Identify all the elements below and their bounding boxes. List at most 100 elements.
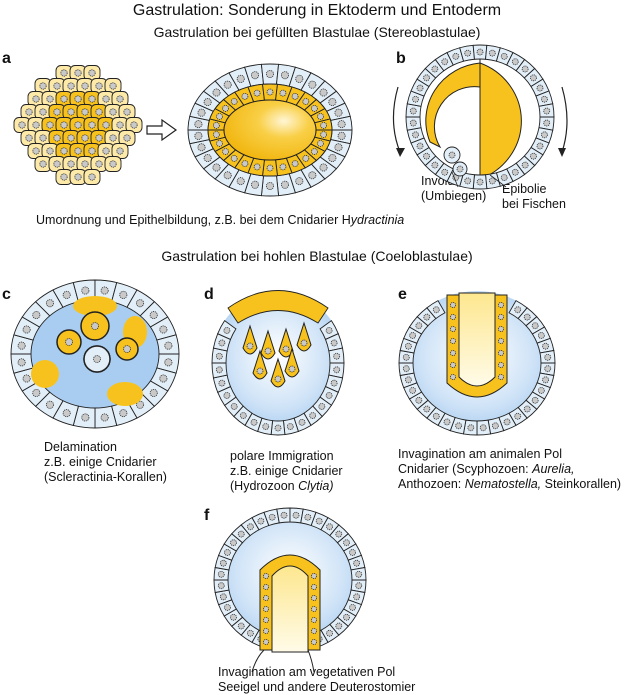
immigrating-cell [296,321,312,352]
nucleus [448,151,456,159]
nucleus [46,147,54,155]
pointer-line [489,174,507,188]
nucleus [335,622,343,630]
nucleus [423,74,430,82]
nucleus [212,122,220,129]
nucleus [241,160,249,168]
nucleus [449,325,456,332]
nucleus [230,403,238,410]
nucleus [467,424,475,432]
nucleus [216,140,223,147]
nucleus [237,530,245,538]
nucleus [355,582,363,590]
nucleus [464,49,472,57]
nucleus [222,148,229,155]
nucleus [74,69,82,77]
nucleus [531,322,539,330]
nucleus [317,113,324,120]
nucleus [402,353,410,361]
nucleus [53,82,61,90]
nucleus [325,327,333,334]
nucleus [262,606,269,613]
nucleus [537,332,545,339]
dividing-cell [107,382,143,406]
nucleus [102,121,110,129]
nucleus [412,95,419,103]
nucleus [449,313,456,320]
nucleus [497,325,504,332]
nucleus [405,376,412,384]
nucleus [309,412,317,419]
nucleus [223,327,231,334]
panel-label-d: d [204,286,214,303]
nucleus [223,171,232,180]
nucleus [310,595,317,602]
nucleus [349,604,356,611]
nucleus [67,108,75,116]
nucleus [449,301,456,308]
nucleus [280,180,289,189]
nucleus [116,121,124,129]
nucleus [311,105,318,112]
nucleus [264,347,272,355]
nucleus [119,290,128,299]
nucleus [212,88,221,97]
nucleus [136,400,145,409]
nucleus [355,570,363,578]
nucleus [25,108,33,116]
panel-a-epithelial-stereoblastula [187,63,353,197]
nucleus [295,177,304,186]
nucleus [543,119,551,127]
nucleus [310,606,317,613]
nucleus [280,511,288,519]
immigrating-cell [242,324,258,355]
nucleus [102,95,110,103]
nucleus [500,174,508,182]
nucleus [497,313,504,320]
nucleus [53,160,61,168]
nucleus [310,584,317,591]
nucleus [295,74,304,83]
nucleus [302,98,310,105]
nucleus [353,593,361,601]
nucleus [300,339,308,347]
nucleus [266,88,274,96]
nucleus [497,373,504,380]
nucleus [46,95,54,103]
nucleus [60,95,68,103]
nucleus [441,168,449,176]
nucleus [212,163,221,172]
nucleus [250,418,258,426]
nucleus [109,134,117,142]
nucleus [95,134,103,142]
nucleus [536,142,544,150]
nucleus [310,639,317,646]
nucleus [511,58,519,66]
nucleus [311,148,318,155]
pointer-line [307,649,315,673]
arrow-head-icon [558,148,566,157]
nucleus [497,361,504,368]
nucleus [318,403,326,410]
nucleus [32,311,41,320]
nucleus [310,617,317,624]
nucleus [237,622,245,630]
nucleus [521,65,529,73]
nucleus [449,373,456,380]
nucleus [224,604,231,611]
nucleus [315,517,323,525]
nucleus [497,349,504,356]
nucleus [91,322,99,330]
nucleus [67,160,75,168]
immigrating-cell [270,357,286,388]
nucleus [292,511,300,519]
nucleus [116,147,124,155]
nucleus [541,95,548,103]
nucleus [543,107,551,115]
nucleus [223,392,231,399]
